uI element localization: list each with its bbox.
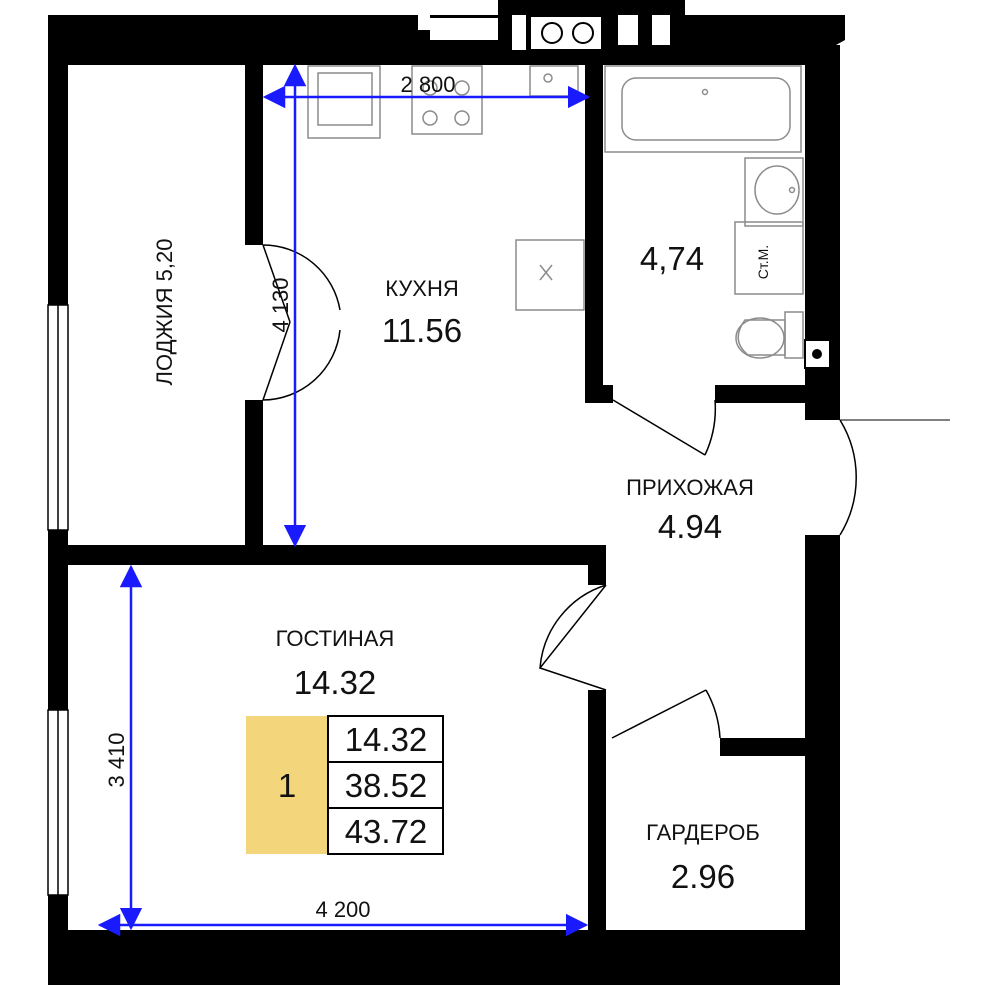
- dim-kitchen-width: 2 800: [400, 72, 455, 97]
- wardrobe-area: 2.96: [671, 858, 735, 895]
- bathtub-icon: [604, 65, 802, 153]
- washer-label: Ст.М.: [755, 245, 771, 279]
- kitchen-sink-icon: [529, 65, 579, 97]
- dim-living-height: 3 410: [104, 732, 129, 787]
- wall-right-lower: [805, 535, 840, 985]
- summary-living-area: 14.32: [345, 721, 428, 758]
- door-bathroom[interactable]: [612, 399, 717, 456]
- living-area: 14.32: [294, 664, 377, 701]
- fridge-icon: [307, 65, 381, 139]
- loggia-label: ЛОДЖИЯ 5,20: [152, 239, 177, 386]
- kitchen-cabinet-icon: [515, 239, 585, 311]
- summary-total-with-loggia: 43.72: [345, 813, 428, 850]
- wall-loggia-right-bottom: [245, 400, 263, 548]
- washing-machine-icon: [734, 221, 804, 295]
- door-loggia[interactable]: [262, 244, 341, 401]
- wall-mid-horizontal: [48, 545, 603, 565]
- bathroom-area: 4,74: [640, 240, 704, 277]
- doors: [262, 244, 950, 739]
- kitchen-area: 11.56: [382, 312, 462, 349]
- rooms-count: 1: [278, 767, 296, 804]
- living-name: ГОСТИНАЯ: [276, 626, 395, 651]
- kitchen-name: КУХНЯ: [385, 276, 459, 301]
- rooms-count-badge: [246, 716, 328, 854]
- hallway-name: ПРИХОЖАЯ: [626, 475, 754, 500]
- door-living[interactable]: [538, 584, 607, 691]
- wardrobe-name: ГАРДЕРОБ: [646, 820, 760, 845]
- windows: [47, 304, 69, 896]
- door-entrance[interactable]: [839, 419, 857, 536]
- wall-bottom: [48, 930, 840, 985]
- dim-kitchen-length: 4 130: [268, 277, 293, 332]
- hallway-area: 4.94: [658, 508, 722, 545]
- wall-left-top: [48, 15, 68, 305]
- dimension-lines: [97, 63, 591, 937]
- wall-loggia-top: [68, 35, 98, 55]
- wall-living-right-bottom: [588, 690, 606, 985]
- wall-bath-bottom-right: [715, 385, 840, 403]
- wall-wardrobe-top: [720, 738, 840, 756]
- door-wardrobe[interactable]: [611, 689, 721, 739]
- top-wall-details: [430, 15, 670, 51]
- wall-bath-top: [585, 45, 835, 65]
- area-summary-table: 1 14.32 38.52 43.72: [246, 715, 444, 855]
- wall-bath-bottom-left: [585, 385, 613, 403]
- summary-total-area: 38.52: [345, 767, 428, 804]
- wall-bath-left: [585, 55, 603, 385]
- washbasin-icon: [744, 157, 804, 227]
- walls: [48, 0, 845, 985]
- dim-living-width: 4 200: [315, 897, 370, 922]
- wall-living-right-top: [588, 545, 606, 585]
- wall-left-mid: [48, 530, 68, 710]
- wall-loggia-right-top: [245, 30, 263, 245]
